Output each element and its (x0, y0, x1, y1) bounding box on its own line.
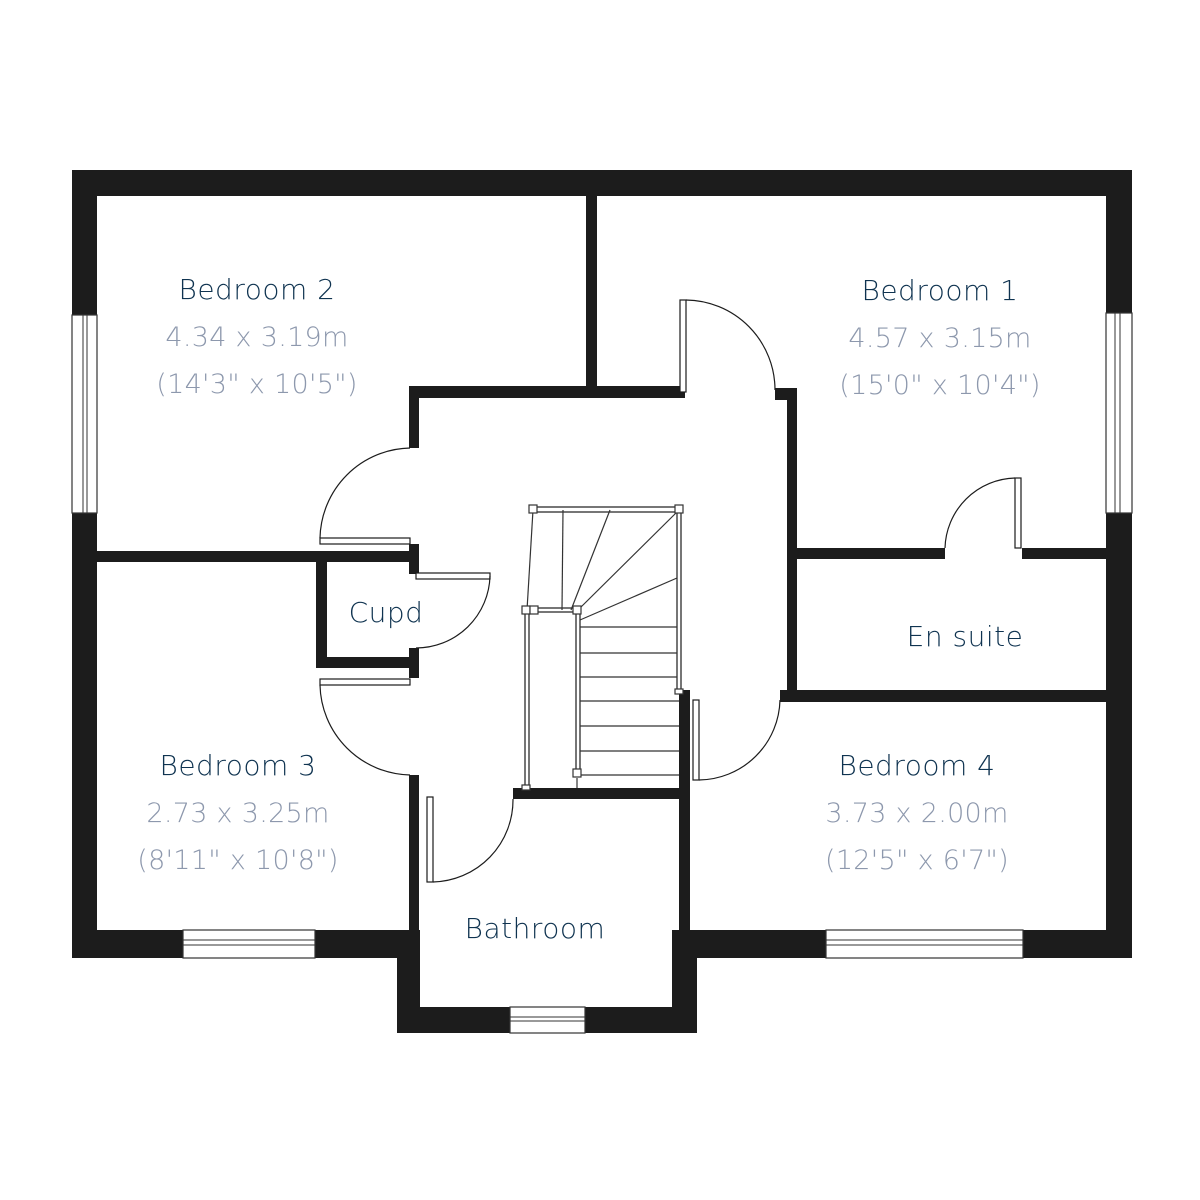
room-name: Bedroom 4 (838, 749, 996, 782)
room-name: En suite (906, 620, 1024, 653)
door-bedroom1 (679, 299, 776, 393)
internal-walls (97, 196, 1106, 930)
door-bedroom2 (319, 447, 411, 545)
door-bathroom (426, 796, 514, 883)
room-name: Bedroom 1 (861, 274, 1019, 307)
window-bedroom4 (825, 929, 1024, 959)
window-bathroom (509, 1006, 586, 1034)
room-label-bedroom4: Bedroom 4 3.73 x 2.00m (12'5" x 6'7") (825, 749, 1009, 876)
door-cupd (415, 572, 491, 649)
room-name: Bathroom (464, 912, 606, 945)
room-label-cupd: Cupd (349, 599, 424, 627)
staircase (521, 504, 684, 791)
doors (319, 299, 1022, 883)
room-label-bedroom3: Bedroom 3 2.73 x 3.25m (8'11" x 10'8") (137, 749, 339, 876)
room-dimension-imperial: (12'5" x 6'7") (825, 845, 1009, 876)
windows (71, 312, 1133, 1034)
room-dimension-imperial: (14'3" x 10'5") (156, 369, 358, 400)
external-walls (72, 170, 1132, 1033)
room-name: Bedroom 2 (178, 273, 336, 306)
window-bedroom1 (1105, 312, 1133, 514)
room-dimension-metric: 3.73 x 2.00m (825, 798, 1009, 829)
room-name: Cupd (348, 596, 424, 629)
room-dimension-metric: 2.73 x 3.25m (146, 798, 330, 829)
door-bedroom4 (692, 699, 781, 781)
door-bedroom3 (319, 678, 411, 776)
room-label-bathroom: Bathroom (465, 915, 606, 943)
room-dimension-imperial: (15'0" x 10'4") (839, 370, 1041, 401)
window-bedroom3 (182, 929, 316, 959)
room-dimension-metric: 4.57 x 3.15m (848, 323, 1032, 354)
door-ensuite (944, 477, 1022, 549)
room-name: Bedroom 3 (159, 749, 317, 782)
room-dimension-metric: 4.34 x 3.19m (165, 322, 349, 353)
room-label-bedroom1: Bedroom 1 4.57 x 3.15m (15'0" x 10'4") (839, 274, 1041, 401)
room-label-bedroom2: Bedroom 2 4.34 x 3.19m (14'3" x 10'5") (156, 273, 358, 400)
window-bedroom2 (71, 314, 98, 514)
room-dimension-imperial: (8'11" x 10'8") (137, 845, 339, 876)
room-label-ensuite: En suite (907, 623, 1024, 651)
